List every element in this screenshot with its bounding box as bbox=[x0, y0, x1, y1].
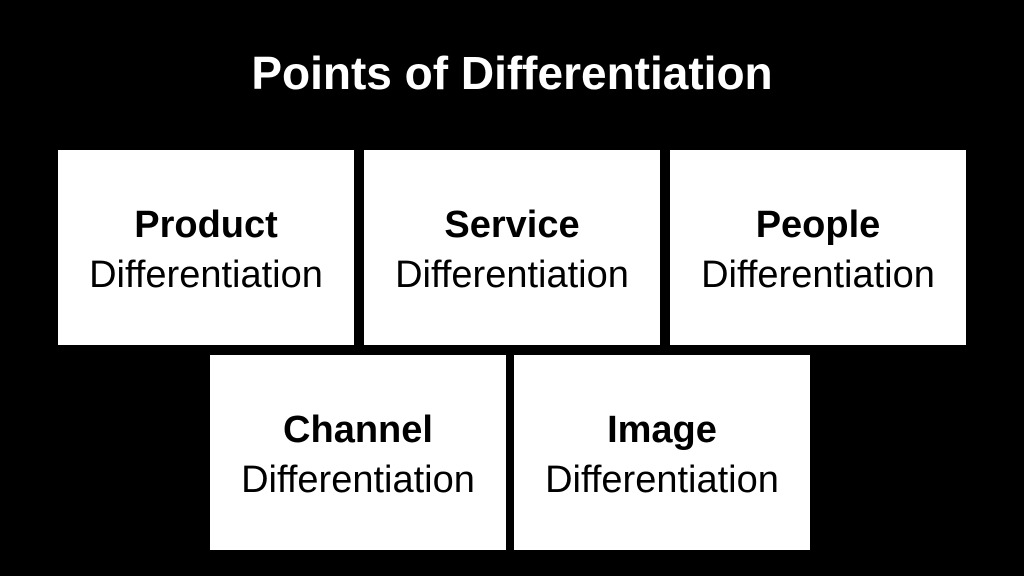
box-subheading: Differentiation bbox=[395, 254, 629, 296]
box-heading: Service bbox=[444, 204, 580, 246]
box-heading: Image bbox=[607, 409, 717, 451]
box-image-differentiation: Image Differentiation bbox=[514, 355, 810, 550]
box-product-differentiation: Product Differentiation bbox=[58, 150, 354, 345]
box-channel-differentiation: Channel Differentiation bbox=[210, 355, 506, 550]
slide-title: Points of Differentiation bbox=[251, 47, 773, 99]
box-subheading: Differentiation bbox=[89, 254, 323, 296]
box-subheading: Differentiation bbox=[701, 254, 935, 296]
box-heading: Product bbox=[134, 204, 278, 246]
box-people-differentiation: People Differentiation bbox=[670, 150, 966, 345]
box-service-differentiation: Service Differentiation bbox=[364, 150, 660, 345]
box-heading: People bbox=[755, 204, 881, 246]
box-subheading: Differentiation bbox=[241, 459, 475, 501]
box-heading: Channel bbox=[283, 409, 433, 451]
box-subheading: Differentiation bbox=[545, 459, 779, 501]
